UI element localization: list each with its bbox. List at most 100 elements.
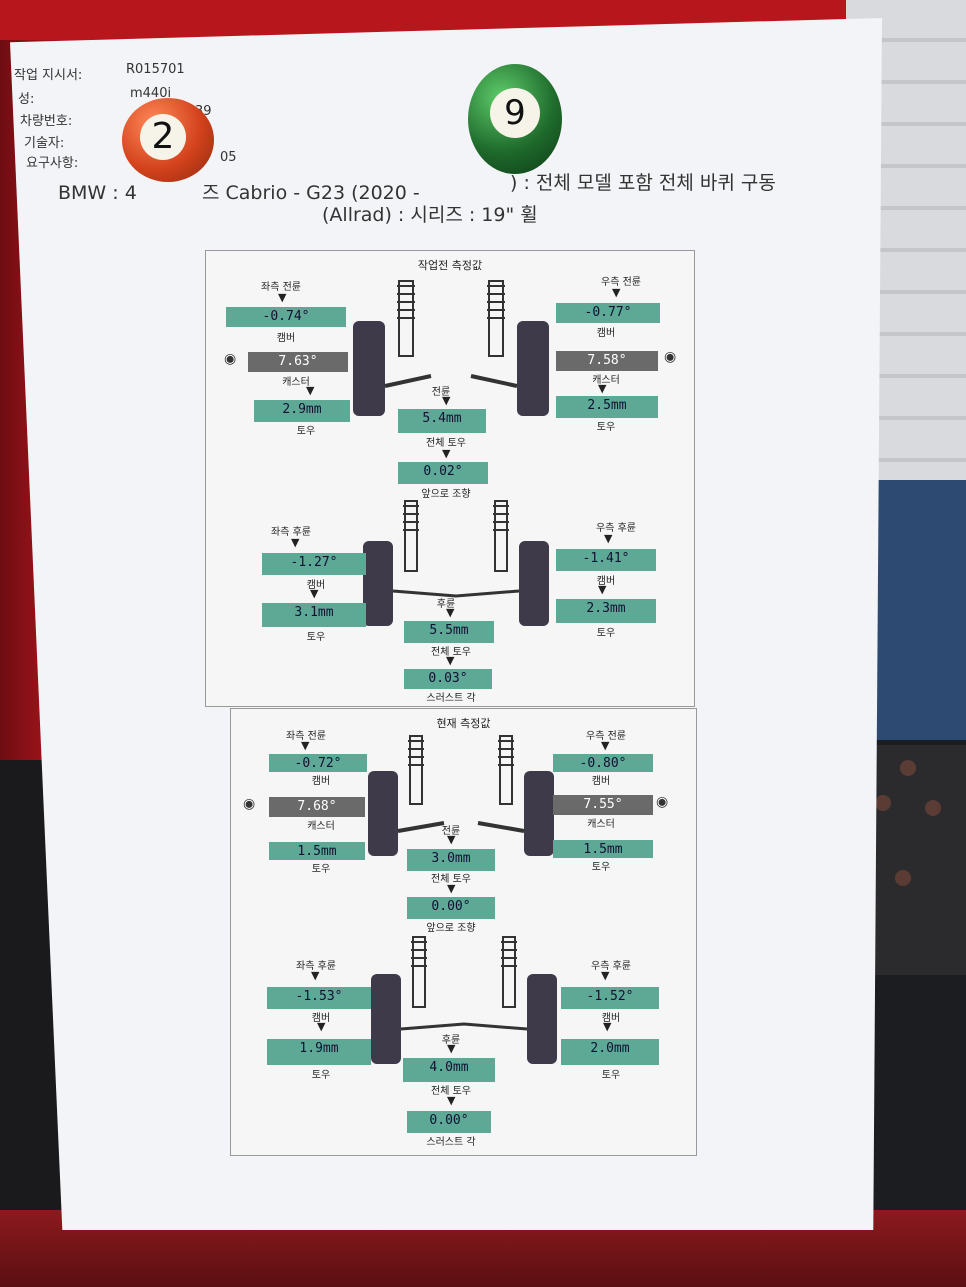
after-front-right-toe: 1.5mm (583, 842, 623, 857)
before-rear-axle-title: 후륜 (436, 599, 456, 610)
vehicle-label: 차량번호: (20, 114, 73, 129)
after-thrust-bar: 0.00° (407, 1111, 491, 1133)
name-label: 성: (18, 92, 35, 107)
after-front-axle-title: 전륜 (441, 826, 461, 837)
wheel-caster-icon: ◉ (243, 796, 256, 812)
before-front-left-camber: -0.74° (262, 309, 310, 324)
after-front-right-toe-bar: 1.5mm (553, 840, 653, 858)
after-front-right-caster-bar: 7.55° (553, 795, 653, 815)
camber-label: 캠버 (596, 576, 616, 587)
before-rear-left-camber: -1.27° (290, 555, 338, 570)
after-rear-total-toe: 4.0mm (429, 1060, 469, 1075)
vehicle-title-part2: 즈 Cabrio - G23 (2020 - (202, 182, 420, 204)
before-front-total-toe-bar: 5.4mm (398, 409, 486, 433)
bolt-icon (895, 870, 911, 886)
before-front-right-camber: -0.77° (584, 305, 632, 320)
arrow-down-icon: ▼ (291, 536, 300, 549)
magnet-ball-2: 2 (122, 98, 214, 182)
bolt-icon (925, 800, 941, 816)
arrow-down-icon: ▼ (447, 882, 456, 895)
after-front-left-caster-bar: 7.68° (269, 797, 365, 817)
arrow-down-icon: ▼ (442, 447, 451, 460)
request-value: 05 (220, 150, 237, 165)
arrow-down-icon: ▼ (447, 1042, 456, 1055)
before-front-left-toe-bar: 2.9mm (254, 400, 350, 422)
wheel-caster-icon: ◉ (656, 794, 669, 810)
technician-label: 기술자: (24, 136, 65, 151)
arrow-down-icon: ▼ (311, 969, 320, 982)
toe-label: 토우 (306, 632, 326, 643)
before-rear-right-toe-bar: 2.3mm (556, 599, 656, 623)
toe-label: 토우 (311, 1070, 331, 1081)
after-rear-left-toe: 1.9mm (299, 1041, 339, 1056)
before-rear-right-title: 우측 후륜 (596, 523, 636, 534)
camber-label: 캠버 (276, 333, 296, 344)
front-axle-diagram (368, 735, 554, 856)
arrow-down-icon: ▼ (603, 1020, 612, 1033)
before-thrust-bar: 0.03° (404, 669, 492, 689)
after-setback: 0.00° (431, 899, 471, 914)
before-measurement-panel: 작업전 측정값 좌측 전륜 ▼ -0.74° 캠버 ◉ 7.63° 캐스터 ▼ … (205, 250, 695, 707)
toe-label: 토우 (596, 628, 616, 639)
arrow-down-icon: ▼ (442, 394, 451, 407)
wheel-caster-icon: ◉ (664, 349, 677, 365)
caster-label: 캐스터 (307, 821, 335, 832)
arrow-down-icon: ▼ (446, 654, 455, 667)
after-rear-left-title: 좌측 후륜 (296, 961, 336, 972)
camber-label: 캠버 (306, 580, 326, 591)
after-rear-left-toe-bar: 1.9mm (267, 1039, 371, 1065)
after-front-left-title: 좌측 전륜 (286, 731, 326, 742)
before-rear-total-toe-bar: 5.5mm (404, 621, 494, 643)
bolt-icon (900, 760, 916, 776)
after-rear-right-camber-bar: -1.52° (561, 987, 659, 1009)
rear-axle-diagram (363, 500, 549, 626)
before-rear-left-title: 좌측 후륜 (271, 527, 311, 538)
arrow-down-icon: ▼ (310, 587, 319, 600)
before-front-right-camber-bar: -0.77° (556, 303, 660, 323)
after-front-left-toe: 1.5mm (297, 844, 337, 859)
after-front-right-camber-bar: -0.80° (553, 754, 653, 772)
before-rear-total-toe: 5.5mm (429, 623, 469, 638)
before-front-left-toe: 2.9mm (282, 402, 322, 417)
arrow-down-icon: ▼ (601, 739, 610, 752)
after-rear-right-camber: -1.52° (586, 989, 634, 1004)
before-front-total-toe: 5.4mm (422, 411, 462, 426)
caster-label: 캐스터 (282, 377, 310, 388)
work-order-value: R015701 (126, 62, 185, 77)
vehicle-title-line2: (Allrad) : 시리즈 : 19" 휠 (322, 204, 538, 226)
front-axle-diagram (353, 280, 549, 416)
total-toe-label: 전체 토우 (431, 647, 471, 658)
after-thrust: 0.00° (429, 1113, 469, 1128)
after-rear-left-camber: -1.53° (295, 989, 343, 1004)
before-front-left-caster-bar: 7.63° (248, 352, 348, 372)
arrow-down-icon: ▼ (317, 1020, 326, 1033)
after-rear-right-title: 우측 후륜 (591, 961, 631, 972)
caster-label: 캐스터 (592, 375, 620, 386)
before-front-right-title: 우측 전륜 (601, 277, 641, 288)
arrow-down-icon: ▼ (306, 384, 315, 397)
after-rear-right-toe-bar: 2.0mm (561, 1039, 659, 1065)
before-setback: 0.02° (423, 464, 463, 479)
before-rear-left-toe: 3.1mm (294, 605, 334, 620)
before-front-right-caster-bar: 7.58° (556, 351, 658, 371)
before-rear-right-toe: 2.3mm (586, 601, 626, 616)
after-front-right-camber: -0.80° (579, 756, 627, 771)
before-front-left-camber-bar: -0.74° (226, 307, 346, 327)
arrow-down-icon: ▼ (278, 291, 287, 304)
after-front-right-title: 우측 전륜 (586, 731, 626, 742)
arrow-down-icon: ▼ (447, 1094, 456, 1107)
after-front-left-caster: 7.68° (297, 799, 337, 814)
camber-label: 캠버 (591, 776, 611, 787)
total-toe-label: 전체 토우 (431, 874, 471, 885)
arrow-down-icon: ▼ (446, 606, 455, 619)
toe-label: 토우 (296, 426, 316, 437)
toe-label: 토우 (591, 862, 611, 873)
work-order-label: 작업 지시서: (14, 68, 83, 83)
before-rear-right-camber-bar: -1.41° (556, 549, 656, 571)
before-rear-left-camber-bar: -1.27° (262, 553, 366, 575)
setback-label: 앞으로 조향 (426, 923, 476, 934)
wheel-caster-icon: ◉ (224, 351, 237, 367)
after-panel-title: 현재 측정값 (436, 717, 491, 730)
arrow-down-icon: ▼ (612, 286, 621, 299)
bolt-icon (875, 795, 891, 811)
